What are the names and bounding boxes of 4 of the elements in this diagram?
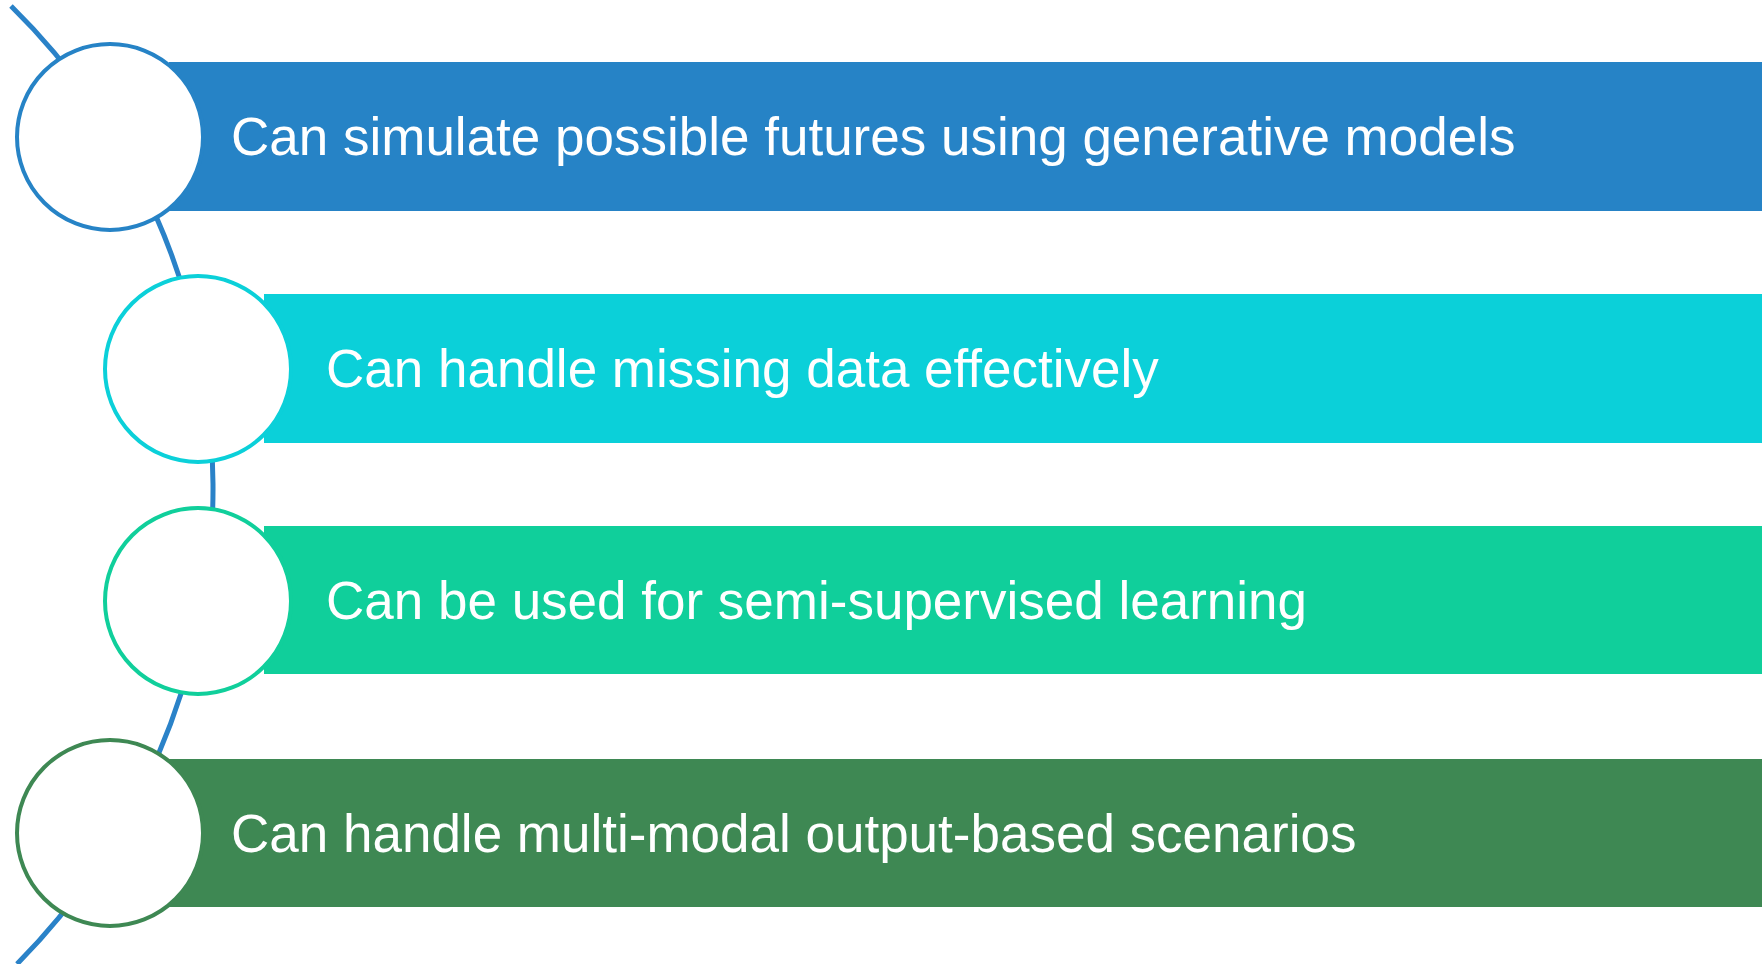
text-band: Can be used for semi-supervised learning: [264, 526, 1762, 674]
text-band: Can simulate possible futures using generative models: [169, 62, 1762, 211]
text-band: Can handle missing data effectively: [264, 294, 1762, 443]
text-band: Can handle multi-modal output-based scenarios: [169, 759, 1762, 907]
